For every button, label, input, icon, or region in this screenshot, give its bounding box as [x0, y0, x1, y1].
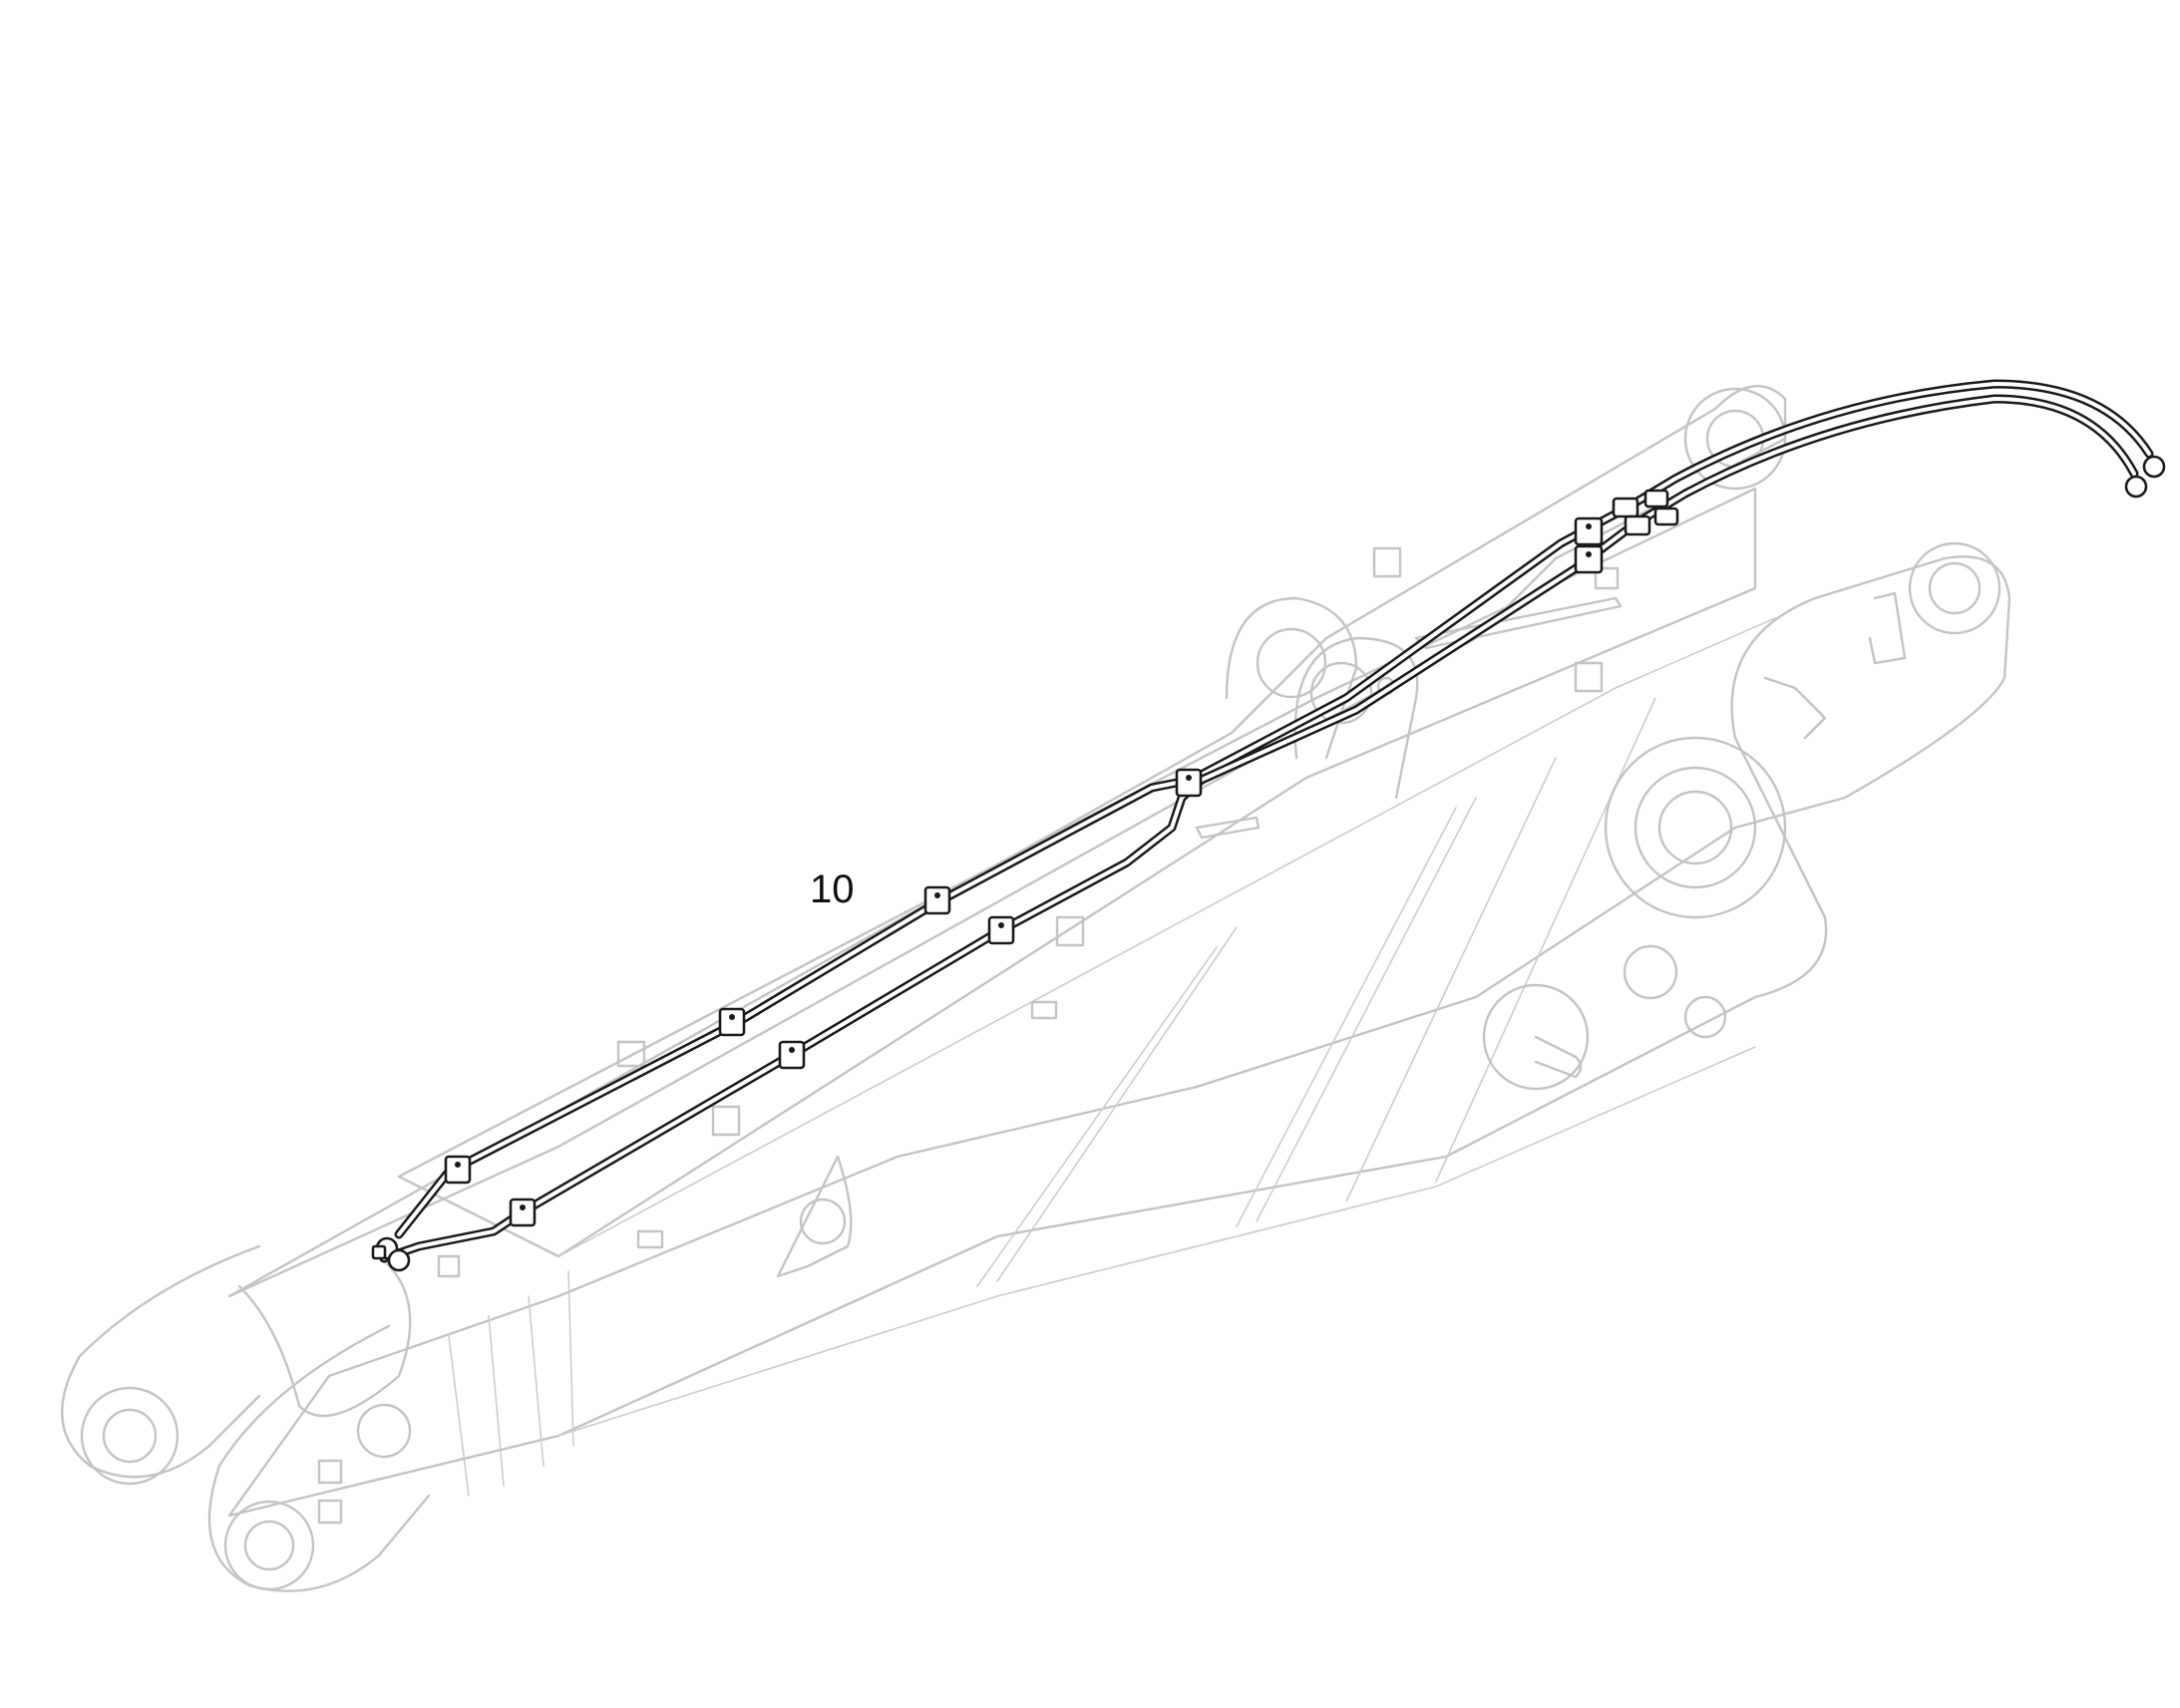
- boom-rib-5: [1345, 757, 1557, 1202]
- boom-head-lug: [1868, 591, 1907, 665]
- pipe-clamp: [923, 885, 951, 915]
- pad-upper-3: [616, 1040, 646, 1068]
- boom-structure: [61, 385, 2011, 1592]
- hydraulic-pipe-upper: [397, 382, 2151, 1236]
- boom-web-edge: [557, 617, 1776, 1257]
- boom-lower-flange: [557, 1046, 1756, 1437]
- boom-nose-gap: [237, 1254, 412, 1418]
- nose-pin-hole-upper: [102, 1408, 158, 1464]
- hose-fitting-nose: [371, 1236, 411, 1272]
- arm-cyl-pin-boss: [1482, 983, 1590, 1091]
- pad-upper-2: [1574, 661, 1604, 693]
- pipe-clamp: [1574, 516, 1604, 546]
- boom-cyl-bracket-rear-hole: [1256, 627, 1327, 699]
- nose-side-boss: [356, 1403, 412, 1459]
- boom-far-side-plate: [227, 385, 1787, 1298]
- boom-head-boss-near: [1908, 541, 2001, 635]
- boom-near-side-plate: [227, 555, 2011, 1518]
- boom-foot-hole: [1657, 790, 1733, 865]
- pad-lower: [1030, 1000, 1058, 1020]
- hydraulic-pipe-upper-outline: [394, 379, 2154, 1239]
- pipe-clamp: [1574, 544, 1604, 574]
- boom-foot-boss: [1604, 736, 1787, 919]
- callout-part-10: 10: [810, 867, 855, 911]
- boom-nose-plate-4: [567, 1270, 574, 1447]
- boom-nose-plate-1: [448, 1335, 470, 1497]
- pad-mid-1: [1055, 915, 1085, 947]
- pad-upper-1: [1372, 546, 1402, 578]
- boom-rib-2: [996, 926, 1238, 1282]
- pipe-clamp: [509, 1197, 537, 1227]
- boom-gusset: [776, 1155, 853, 1278]
- pipe-clamp: [444, 1155, 472, 1185]
- hose-coupling-head: [1612, 489, 1679, 536]
- boom-nose-plate-3: [528, 1295, 545, 1467]
- boom-cyl-bracket-front-hole: [1309, 661, 1373, 725]
- pipe-clamp: [1175, 768, 1203, 798]
- pad-nose: [636, 1229, 664, 1249]
- pad-nose-2: [437, 1254, 461, 1278]
- boom-nose-plate-2: [488, 1315, 505, 1487]
- nose-pin-boss-upper: [80, 1386, 180, 1486]
- boom-foot-inner: [1634, 766, 1757, 889]
- deck-strip-lower: [1195, 816, 1261, 840]
- gusset-boss: [799, 1197, 847, 1245]
- boom-nose-lobe-upper: [61, 1244, 261, 1479]
- arm-cyl-pin-shaft: [1534, 1035, 1583, 1079]
- boom-rib-3: [1236, 807, 1457, 1227]
- pad-head: [1594, 566, 1620, 590]
- boom-cyl-bracket-rear-ear: [1225, 596, 1358, 760]
- hose-end-fitting: [2124, 455, 2166, 499]
- boom-nose-lobe-lower: [207, 1324, 431, 1592]
- pipe-clamp: [987, 915, 1015, 945]
- pipe-clamp: [718, 1007, 746, 1037]
- boom-top-deck: [397, 487, 1757, 1258]
- plate-hole-2: [1683, 995, 1727, 1039]
- side-stopper: [1763, 676, 1827, 740]
- boom-rib-4: [1256, 797, 1477, 1222]
- pad-mid-2: [711, 1105, 741, 1137]
- nose-pin-hole-lower: [243, 1520, 295, 1571]
- nose-pin-boss-lower: [223, 1500, 315, 1591]
- nose-bracket-2: [317, 1499, 343, 1525]
- plate-hole-1: [1623, 944, 1678, 1000]
- pipe-clamp: [778, 1040, 806, 1070]
- boom-rib-1: [976, 946, 1218, 1287]
- nose-bracket-1: [317, 1459, 343, 1485]
- hydraulic-lines: [371, 379, 2166, 1272]
- boom-head-hole-near: [1928, 561, 1982, 615]
- boom-head-boss-far: [1683, 387, 1787, 491]
